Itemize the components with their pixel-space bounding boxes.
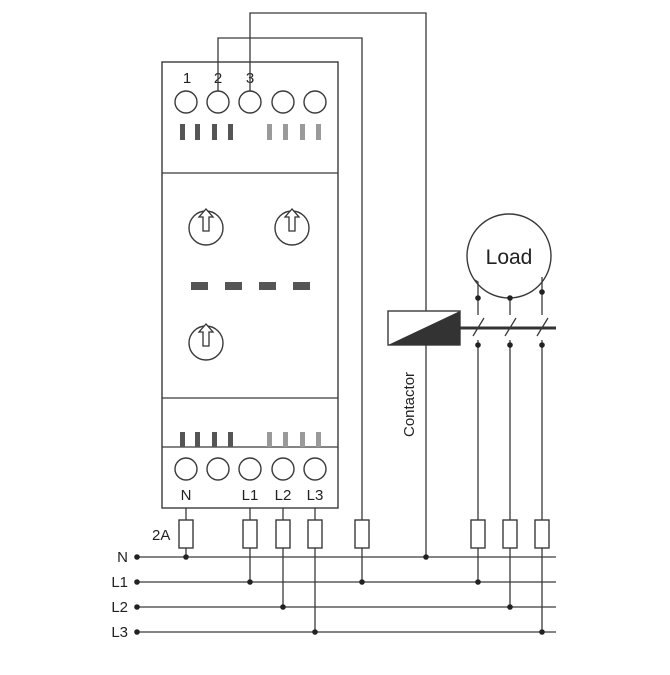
display-segment — [293, 282, 310, 290]
fuses — [178, 508, 550, 632]
led-indicator — [228, 124, 233, 140]
fuse — [470, 519, 486, 549]
led-indicator — [283, 124, 288, 140]
bottom-terminals — [174, 457, 327, 481]
display-segment — [259, 282, 276, 290]
switch-blade — [536, 317, 549, 337]
rotary-knob-icon — [188, 208, 224, 246]
bus-label-l1: L1 — [111, 574, 128, 591]
terminal-screw — [271, 457, 295, 481]
display-segment — [225, 282, 242, 290]
switch-blade — [504, 317, 517, 337]
led-indicator — [212, 432, 217, 447]
switch-contact — [475, 342, 481, 348]
fuse — [242, 519, 258, 549]
led-indicator — [228, 432, 233, 447]
bottom-terminal-label-l1: L1 — [242, 487, 259, 504]
load — [466, 213, 552, 301]
terminal-screw — [271, 90, 295, 114]
relay-housing — [161, 61, 339, 509]
fuse — [534, 519, 550, 549]
bus-lines — [134, 554, 556, 635]
load-terminal — [539, 289, 545, 295]
led-indicator — [180, 432, 185, 447]
led-indicator — [195, 432, 200, 447]
relay-module — [161, 61, 339, 509]
wire-terminal-3-to-contactor — [249, 12, 427, 311]
junction-dot — [247, 579, 253, 585]
fuse — [178, 519, 194, 549]
load-terminal — [475, 295, 481, 301]
bus-label-l2: L2 — [111, 599, 128, 616]
junction-dot — [183, 554, 189, 560]
bottom-led-strip — [180, 432, 321, 447]
bus-terminal — [134, 604, 140, 610]
wire-terminal-2-to-l1-fuse — [217, 37, 363, 520]
top-terminals — [174, 90, 327, 114]
led-indicator — [180, 124, 185, 140]
led-indicator — [212, 124, 217, 140]
contactor-switches — [472, 292, 549, 520]
contactor — [387, 310, 556, 346]
junction-dot — [280, 604, 286, 610]
led-indicator — [267, 432, 272, 447]
switch-contact — [507, 342, 513, 348]
terminal-screw — [303, 457, 327, 481]
display-segments — [191, 282, 310, 290]
contactor-coil-fill — [388, 311, 460, 345]
bus-label-l3: L3 — [111, 624, 128, 641]
load-label: Load — [486, 246, 533, 269]
junction-dot — [539, 629, 545, 635]
rotary-knob-icon — [188, 323, 224, 361]
terminal-screw — [238, 90, 262, 114]
terminal-screw — [238, 457, 262, 481]
junction-dot — [312, 629, 318, 635]
fuse-rating-label: 2A — [152, 527, 170, 544]
fuse — [307, 519, 323, 549]
load-terminal — [507, 295, 513, 301]
led-indicator — [300, 124, 305, 140]
load-wire-1 — [474, 279, 479, 298]
terminal-screw — [174, 90, 198, 114]
rotary-knob-icon — [274, 208, 310, 246]
junction-dot — [423, 554, 429, 560]
junction-dot — [475, 579, 481, 585]
top-led-strip — [180, 124, 321, 140]
bus-label-n: N — [117, 549, 128, 566]
junctions — [183, 554, 545, 635]
junction-dot — [359, 579, 365, 585]
led-indicator — [195, 124, 200, 140]
led-indicator — [283, 432, 288, 447]
terminal-screw — [303, 90, 327, 114]
fuse — [502, 519, 518, 549]
bottom-terminal-label-l3: L3 — [307, 487, 324, 504]
bus-terminal — [134, 554, 140, 560]
terminal-screw — [206, 90, 230, 114]
bottom-terminal-label-n: N — [181, 487, 192, 504]
control-wiring — [217, 12, 427, 557]
junction-dot — [507, 604, 513, 610]
led-indicator — [300, 432, 305, 447]
led-indicator — [316, 124, 321, 140]
switch-contact — [539, 342, 545, 348]
terminal-screw — [206, 457, 230, 481]
top-terminal-label-1: 1 — [183, 70, 191, 87]
led-indicator — [267, 124, 272, 140]
bus-terminal — [134, 629, 140, 635]
fuse — [354, 519, 370, 549]
display-segment — [191, 282, 208, 290]
bottom-terminal-label-l2: L2 — [275, 487, 292, 504]
bus-terminal — [134, 579, 140, 585]
switch-blade — [472, 317, 485, 337]
led-indicator — [316, 432, 321, 447]
contactor-label: Contactor — [401, 372, 418, 437]
fuse — [275, 519, 291, 549]
terminal-screw — [174, 457, 198, 481]
